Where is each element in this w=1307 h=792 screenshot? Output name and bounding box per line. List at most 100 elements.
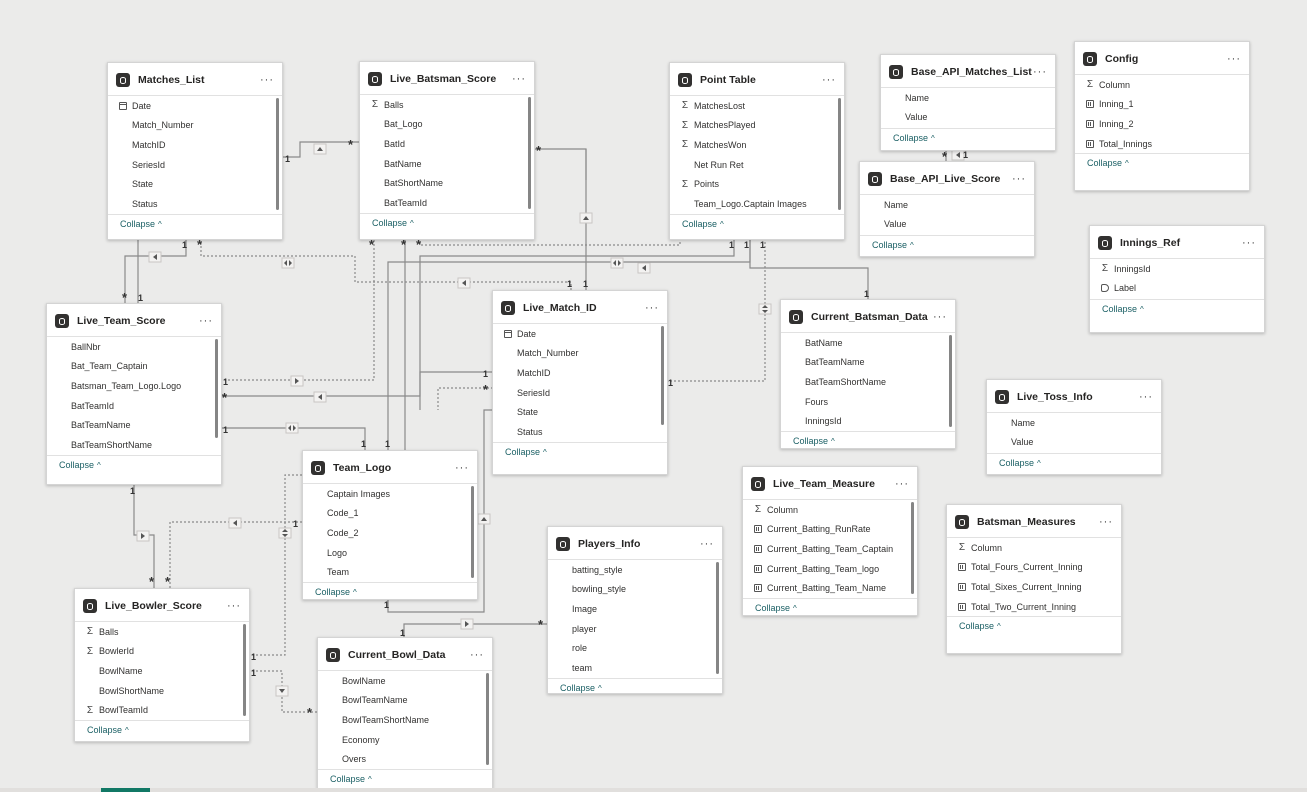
field-row[interactable]: Overs — [318, 749, 492, 769]
collapse-link[interactable]: Collapse^ — [781, 432, 955, 446]
more-options-icon[interactable]: ··· — [260, 74, 274, 86]
collapse-link[interactable]: Collapse^ — [108, 215, 282, 229]
collapse-link[interactable]: Collapse^ — [47, 456, 221, 470]
collapse-link[interactable]: Collapse^ — [947, 617, 1121, 631]
field-row[interactable]: Bat_Team_Captain — [47, 357, 221, 377]
field-row[interactable]: State — [108, 174, 282, 194]
field-row[interactable]: Image — [548, 599, 722, 619]
field-row[interactable]: Batsman_Team_Logo.Logo — [47, 376, 221, 396]
vertical-scrollbar[interactable] — [528, 97, 531, 209]
field-row[interactable]: Fours — [781, 392, 955, 412]
more-options-icon[interactable]: ··· — [227, 600, 241, 612]
field-row[interactable]: Match_Number — [108, 116, 282, 136]
relationship-line[interactable] — [220, 427, 366, 450]
field-row[interactable]: Status — [108, 194, 282, 214]
field-row[interactable]: Current_Batting_Team_logo — [743, 559, 917, 579]
relationship-line[interactable] — [220, 238, 375, 381]
more-options-icon[interactable]: ··· — [645, 302, 659, 314]
collapse-link[interactable]: Collapse^ — [548, 679, 722, 693]
table-header[interactable]: Matches_List··· — [108, 67, 282, 93]
vertical-scrollbar[interactable] — [243, 624, 246, 716]
field-row[interactable]: MatchID — [108, 135, 282, 155]
more-options-icon[interactable]: ··· — [895, 478, 909, 490]
more-options-icon[interactable]: ··· — [822, 74, 836, 86]
field-row[interactable]: Current_Batting_RunRate — [743, 520, 917, 540]
field-row[interactable]: BatName — [781, 333, 955, 353]
field-row[interactable]: Economy — [318, 730, 492, 750]
relationship-line[interactable] — [169, 521, 302, 588]
field-row[interactable]: BallNbr — [47, 337, 221, 357]
field-row[interactable]: Total_Innings — [1075, 134, 1249, 153]
collapse-link[interactable]: Collapse^ — [303, 583, 477, 597]
field-row[interactable]: BatShortName — [360, 173, 534, 193]
field-row[interactable]: Value — [860, 215, 1034, 235]
vertical-scrollbar[interactable] — [276, 98, 279, 210]
field-row[interactable]: BatTeamId — [360, 193, 534, 213]
field-row[interactable]: Bowl_Team_Captain — [47, 455, 221, 456]
collapse-link[interactable]: Collapse^ — [493, 443, 667, 457]
field-row[interactable]: Total_Sixes_Current_Inning — [947, 577, 1121, 597]
table-header[interactable]: Team_Logo··· — [303, 455, 477, 481]
table-header[interactable]: Live_Bowler_Score··· — [75, 593, 249, 619]
field-row[interactable]: Name — [881, 88, 1055, 108]
collapse-link[interactable]: Collapse^ — [75, 721, 249, 735]
field-row[interactable]: BowlName — [75, 661, 249, 681]
field-row[interactable]: player — [548, 619, 722, 639]
collapse-link[interactable]: Collapse^ — [1075, 154, 1249, 168]
table-header[interactable]: Batsman_Measures··· — [947, 509, 1121, 535]
more-options-icon[interactable]: ··· — [1139, 391, 1153, 403]
relationship-line[interactable] — [387, 409, 492, 613]
more-options-icon[interactable]: ··· — [933, 311, 947, 323]
collapse-link[interactable]: Collapse^ — [1090, 300, 1264, 314]
field-row[interactable]: Code_2 — [303, 523, 477, 543]
more-options-icon[interactable]: ··· — [1099, 516, 1113, 528]
more-options-icon[interactable]: ··· — [1242, 237, 1256, 249]
field-row[interactable]: Date — [108, 96, 282, 116]
table-header[interactable]: Live_Match_ID··· — [493, 295, 667, 321]
field-row[interactable]: InningsId — [781, 411, 955, 431]
field-row[interactable]: Label — [1090, 279, 1264, 299]
relationship-line[interactable] — [403, 623, 547, 637]
field-row[interactable]: Value — [881, 108, 1055, 128]
field-row[interactable]: SeriesId — [493, 383, 667, 403]
active-page-tab[interactable] — [101, 788, 150, 792]
field-row[interactable]: BowlTeamName — [318, 691, 492, 711]
table-header[interactable]: Live_Toss_Info··· — [987, 384, 1161, 410]
field-row[interactable]: State — [493, 402, 667, 422]
field-row[interactable]: BatTeamName — [781, 353, 955, 373]
field-row[interactable]: BatTeamName — [47, 415, 221, 435]
vertical-scrollbar[interactable] — [661, 326, 664, 425]
table-header[interactable]: Live_Batsman_Score··· — [360, 66, 534, 92]
relationship-line[interactable] — [419, 238, 681, 246]
field-row[interactable]: Status — [493, 422, 667, 442]
vertical-scrollbar[interactable] — [838, 98, 841, 210]
field-row[interactable]: Bat_Logo — [360, 115, 534, 135]
field-row[interactable]: SeriesId — [108, 155, 282, 175]
vertical-scrollbar[interactable] — [716, 562, 719, 674]
field-row[interactable]: bowling_style — [548, 580, 722, 600]
more-options-icon[interactable]: ··· — [700, 538, 714, 550]
field-row[interactable]: TeamId_1 — [493, 442, 667, 443]
